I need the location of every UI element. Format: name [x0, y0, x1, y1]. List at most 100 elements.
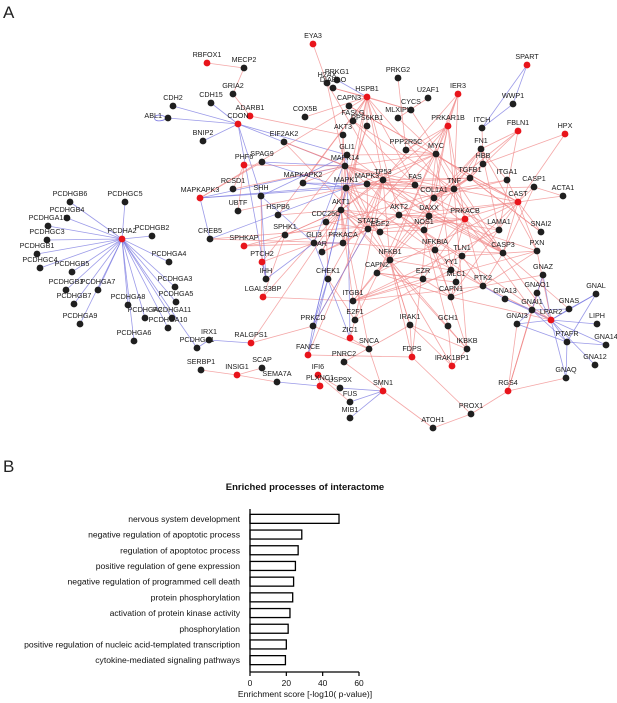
- edge-prkacb-tnf: [453, 188, 466, 220]
- node-dot-irx1: [205, 336, 213, 344]
- edge-pcdha2-pcdhga12: [47, 225, 123, 240]
- edge-mapkapk3-spag9: [199, 161, 263, 199]
- node-prox1: PROX1: [459, 401, 483, 418]
- edge-faslg-fas: [352, 120, 416, 186]
- edge-fance-tp53: [307, 179, 384, 356]
- edge-gna13-ptk2: [482, 285, 506, 300]
- node-plxnc1: PLXNC1: [306, 373, 334, 390]
- node-dot-pcdhga7: [94, 286, 102, 294]
- node-label-prkar1b: PRKAR1B: [431, 113, 465, 122]
- node-pcdhga8: PCDHGA8: [111, 292, 145, 309]
- category-label-7: activation of protein kinase activity: [110, 608, 241, 618]
- edge-gli1-gli3: [313, 154, 348, 244]
- node-dot-cdh2: [169, 102, 177, 110]
- node-dot-cdon: [234, 120, 242, 128]
- edge-akt2-nfkbia: [398, 214, 436, 251]
- edge-prkar1b-nos1: [423, 125, 449, 231]
- edge-ptafr-gna14: [566, 341, 607, 346]
- edge-tp53-chek1: [327, 179, 384, 280]
- node-pcdhgc4: PCDHGC4: [22, 255, 58, 272]
- node-gna13: GNA13: [493, 286, 517, 303]
- edge-tnf-ikbkb: [453, 188, 468, 350]
- node-label-mapk1: MAPK1: [334, 175, 358, 184]
- node-label-nfkbia: NFKBIA: [422, 237, 448, 246]
- node-label-ifi6: IFI6: [312, 362, 324, 371]
- node-label-snai2: SNAI2: [531, 219, 552, 228]
- edge-gna13-gnai1: [504, 298, 533, 311]
- node-dot-fbln1: [514, 127, 522, 135]
- node-e2f1: E2F1: [346, 307, 364, 324]
- edge-ifi6-usp9x: [317, 374, 341, 389]
- edge-nos1-capn1: [423, 229, 452, 298]
- category-label-9: positive regulation of nucleic acid-temp…: [24, 639, 240, 649]
- node-label-pcdha2: PCDHA2: [107, 226, 136, 235]
- edge-pcdha2-pcdhga10: [121, 238, 169, 329]
- node-dot-rps6kb1: [363, 122, 371, 130]
- edge-pcdha2-pcdhga2: [121, 238, 146, 319]
- edge-ptk2-pxn: [482, 250, 538, 287]
- node-dot-nfkbia: [431, 246, 439, 254]
- node-fance: FANCE: [296, 342, 320, 359]
- node-hbb: HBB: [476, 151, 491, 168]
- node-pcdhga9: PCDHGA9: [63, 311, 97, 328]
- node-dot-pcdhga2: [141, 314, 149, 322]
- panel-b-letter: B: [3, 457, 14, 476]
- node-label-pcdhgb7: PCDHGB7: [57, 291, 92, 300]
- node-mapkapk3: MAPKAPK3: [181, 185, 219, 202]
- node-label-gnai1: GNAI1: [521, 297, 543, 306]
- chart-title: Enriched processes of interactome: [226, 482, 384, 493]
- node-dot-gnai3: [513, 320, 521, 328]
- edge-cast-itga1: [506, 179, 519, 203]
- node-dot-mlxipl: [394, 114, 402, 122]
- node-dot-fus: [346, 398, 354, 406]
- node-dot-h2ax: [323, 79, 331, 87]
- node-gnaq: GNAQ: [555, 365, 577, 382]
- edge-ubtf-mapk1: [237, 187, 347, 212]
- edge-lpar2-gnai3: [516, 319, 552, 325]
- edge-lpar2-pxn: [536, 250, 552, 321]
- node-label-mapkapk2: MAPKAPK2: [284, 170, 323, 179]
- node-fus: FUS: [343, 389, 357, 406]
- node-label-gli1: GLI1: [339, 142, 355, 151]
- edge-hpx-hbb: [482, 133, 566, 165]
- node-label-gnaq: GNAQ: [555, 365, 577, 374]
- edge-cast-pxn: [517, 201, 538, 252]
- node-label-pcdhga4: PCDHGA4: [152, 249, 187, 258]
- node-irx1: IRX1: [201, 327, 217, 344]
- node-dot-bnip2: [199, 137, 207, 145]
- node-label-pcdhga7: PCDHGA7: [81, 277, 116, 286]
- edge-ptch2-shh: [260, 195, 263, 263]
- edge-wwp1-itch: [481, 103, 514, 129]
- node-label-pcdhgb6: PCDHGB6: [53, 189, 88, 198]
- edge-tp53-myc: [382, 153, 437, 181]
- node-label-akt1: AKT1: [332, 197, 350, 206]
- edge-chek1-cdc25c: [325, 221, 329, 280]
- node-lgals3bp: LGALS3BP: [245, 284, 282, 301]
- edge-ier3-tp53: [382, 93, 459, 181]
- node-fdps: FDPS: [402, 344, 422, 361]
- edge-fbln1-fn1: [480, 130, 519, 150]
- node-dot-gnao1: [533, 289, 541, 297]
- node-label-gna12: GNA12: [583, 352, 607, 361]
- node-dot-prox1: [467, 410, 475, 418]
- edge-sphk1-tnf: [284, 188, 455, 236]
- node-prkacb: PRKACB: [450, 206, 480, 223]
- node-label-e2f1: E2F1: [346, 307, 363, 316]
- node-shh: SHH: [253, 183, 269, 200]
- edge-akt1-stat3: [340, 209, 369, 230]
- node-mapkapk2: MAPKAPK2: [284, 170, 323, 187]
- node-dot-prkg1: [333, 76, 341, 84]
- edge-irak1-nfkb1: [389, 259, 411, 326]
- edge-daxx-fas: [414, 184, 430, 217]
- x-tick-label-0: 0: [248, 678, 253, 688]
- node-dot-gnaz: [539, 271, 547, 279]
- node-mecp2: MECP2: [232, 55, 256, 72]
- edge-fbln1-col1a1: [433, 130, 519, 199]
- node-label-pcdhgb2: PCDHGB2: [135, 223, 170, 232]
- node-label-spag9: SPAG9: [250, 149, 273, 158]
- node-cdon: CDON: [227, 111, 249, 128]
- edge-rgs4-prox1: [470, 390, 509, 415]
- node-dot-ezr: [419, 275, 427, 283]
- node-spag9: SPAG9: [250, 149, 274, 166]
